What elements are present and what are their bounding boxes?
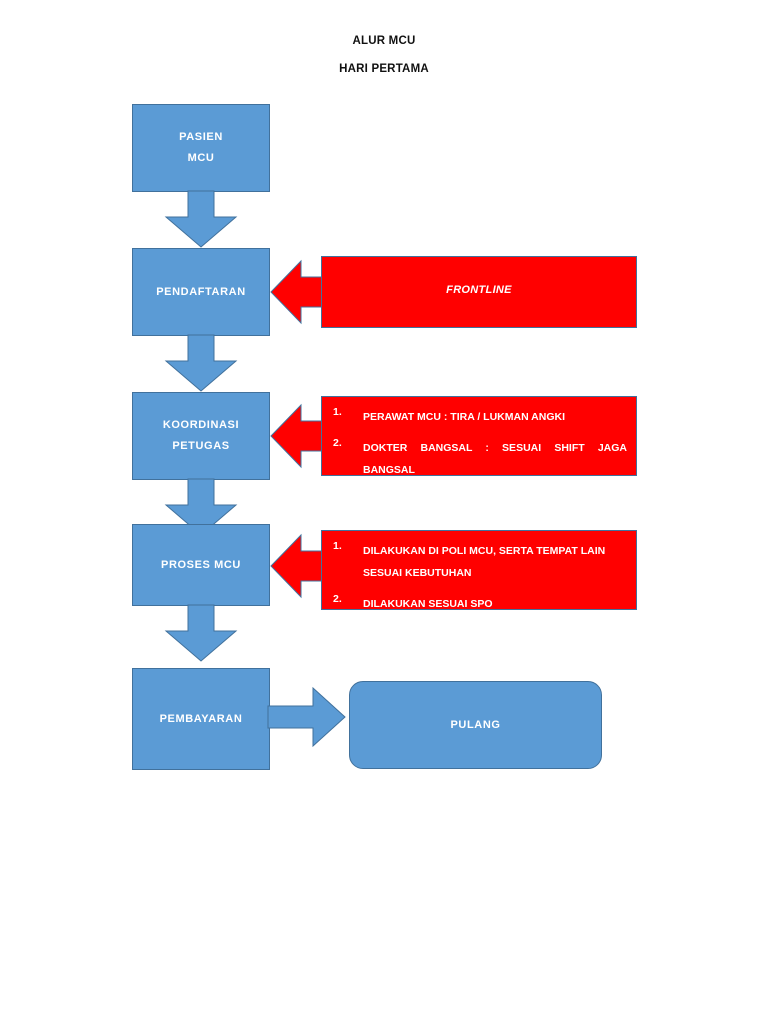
node-pasien-mcu-label-line2: MCU	[187, 152, 215, 164]
list-number: 1.	[333, 406, 342, 418]
note-koordinasi-item: 2. DOKTER BANGSAL : SESUAI SHIFT JAGA BA…	[333, 437, 627, 481]
connector-pasien-to-pendaftaran	[163, 190, 239, 248]
list-text: PERAWAT MCU : TIRA / LUKMAN ANGKI	[363, 411, 566, 423]
note-frontline-text: FRONTLINE	[446, 284, 512, 296]
arrow-down-icon	[164, 604, 238, 662]
note-proses[interactable]	[321, 530, 637, 610]
connector-koordinasi-to-proses	[163, 478, 239, 536]
arrow-right-icon	[267, 686, 346, 748]
note-koordinasi-item: 1. PERAWAT MCU : TIRA / LUKMAN ANGKI	[333, 406, 627, 428]
connector-note-to-proses	[270, 533, 328, 599]
list-text: DILAKUKAN DI POLI MCU, SERTA TEMPAT LAIN…	[363, 545, 606, 580]
node-pasien-mcu[interactable]: PASIEN MCU	[132, 104, 270, 192]
connector-note-to-koordinasi	[270, 403, 328, 469]
node-pulang-label: PULANG	[450, 718, 501, 731]
arrow-down-icon	[164, 190, 238, 248]
note-proses-item: 2. DILAKUKAN SESUAI SPO	[333, 593, 627, 615]
node-pembayaran[interactable]: PEMBAYARAN	[132, 668, 270, 770]
node-koordinasi-label-line1: KOORDINASI	[162, 419, 240, 432]
connector-frontline-to-pendaftaran	[270, 259, 328, 325]
page-subtitle: HARI PERTAMA	[339, 63, 429, 75]
arrow-left-icon	[270, 403, 328, 469]
note-koordinasi[interactable]	[321, 396, 637, 476]
node-proses-mcu[interactable]: PROSES MCU	[132, 524, 270, 606]
list-number: 1.	[333, 540, 342, 552]
node-pendaftaran[interactable]: PENDAFTARAN	[132, 248, 270, 336]
arrow-left-icon	[270, 533, 328, 599]
arrow-left-icon	[270, 259, 328, 325]
node-koordinasi-petugas[interactable]: KOORDINASI PETUGAS	[132, 392, 270, 480]
node-pembayaran-label-line1: PEMBAYARAN	[159, 712, 243, 725]
arrow-down-icon	[164, 334, 238, 392]
connector-proses-to-pembayaran	[163, 604, 239, 662]
list-text: DOKTER BANGSAL : SESUAI SHIFT JAGA BANGS…	[363, 442, 627, 477]
note-frontline[interactable]	[321, 256, 637, 328]
node-pasien-mcu-label-line1: PASIEN	[179, 131, 223, 144]
connector-pendaftaran-to-koordinasi	[163, 334, 239, 392]
list-number: 2.	[333, 593, 342, 606]
connector-pembayaran-to-pulang	[267, 686, 346, 748]
list-text: DILAKUKAN SESUAI SPO	[363, 598, 493, 611]
node-koordinasi-label-line2: PETUGAS	[172, 440, 230, 452]
arrow-down-icon	[164, 478, 238, 536]
list-number: 2.	[333, 437, 342, 450]
node-pulang[interactable]: PULANG	[349, 681, 602, 769]
page-title: ALUR MCU	[352, 35, 416, 47]
node-proses-mcu-label-line1: PROSES MCU	[161, 558, 241, 571]
node-pendaftaran-label-line1: PENDAFTARAN	[156, 285, 246, 298]
note-koordinasi-list: 1. PERAWAT MCU : TIRA / LUKMAN ANGKI 2. …	[321, 396, 637, 476]
note-proses-item: 1. DILAKUKAN DI POLI MCU, SERTA TEMPAT L…	[333, 540, 627, 584]
note-proses-list: 1. DILAKUKAN DI POLI MCU, SERTA TEMPAT L…	[321, 530, 637, 610]
